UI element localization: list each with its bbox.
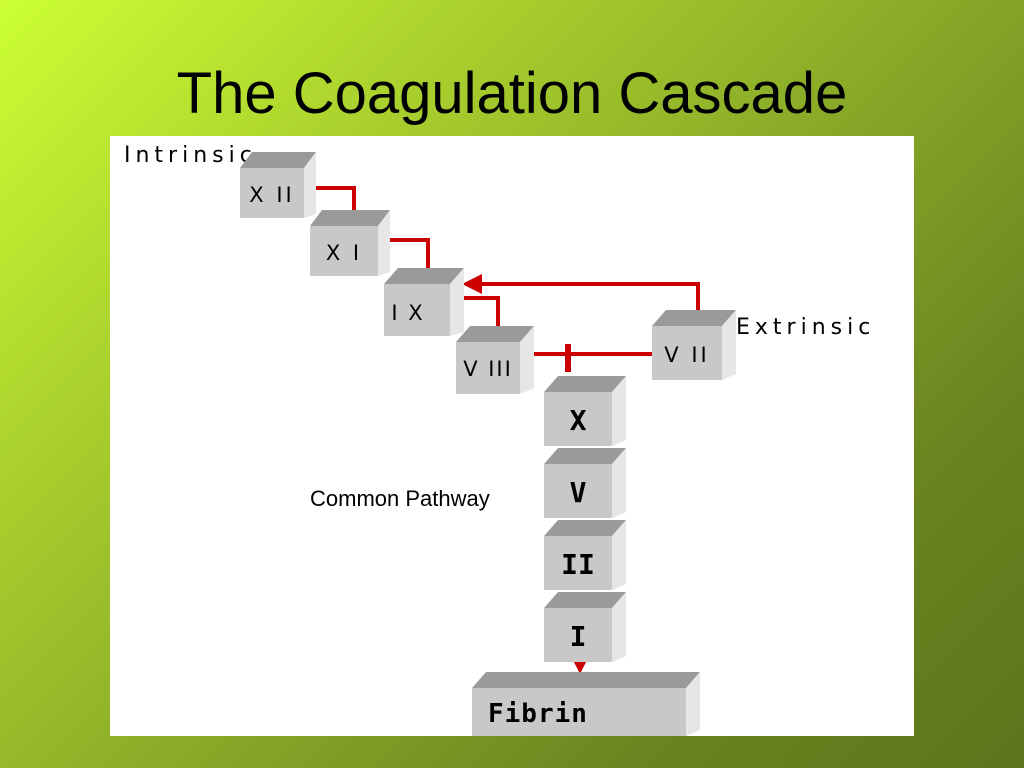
factor-xii-box: X II — [240, 152, 316, 218]
arrow-xi-to-ix — [386, 238, 430, 274]
factor-v-box: V — [544, 448, 626, 518]
factor-xi-label: X I — [326, 241, 362, 265]
extrinsic-label: Extrinsic — [736, 315, 875, 340]
arrows — [314, 186, 700, 674]
factor-ii-label: II — [561, 548, 595, 581]
factor-viii-box: V III — [456, 326, 534, 394]
coagulation-diagram: Intrinsic Extrinsic Common Pathway X I I … — [110, 136, 914, 736]
factor-vii-label: V II — [664, 343, 709, 367]
factor-x-label: X — [570, 404, 587, 437]
factor-i-box: I — [544, 592, 626, 662]
factor-i-label: I — [570, 620, 587, 653]
cascade-svg: Intrinsic Extrinsic Common Pathway X I I … — [124, 143, 875, 736]
slide-title: The Coagulation Cascade — [176, 61, 848, 126]
common-pathway-label: Common Pathway — [310, 486, 490, 511]
factor-xi-box: X I — [310, 210, 390, 276]
factor-v-label: V — [570, 476, 587, 509]
intrinsic-label: Intrinsic — [124, 143, 257, 168]
factor-ii-box: II — [544, 520, 626, 590]
factor-ix-box: I X — [384, 268, 464, 336]
arrow-xii-to-xi — [314, 186, 356, 214]
fibrin-label: Fibrin — [488, 699, 588, 729]
fibrin-box: Fibrin — [472, 672, 700, 736]
factor-vii-box: V II — [652, 310, 736, 380]
factor-ix-label: I X — [391, 301, 424, 325]
arrow-vii-to-ix — [462, 274, 700, 316]
factor-viii-label: V III — [463, 357, 513, 381]
arrow-ix-to-viii — [456, 296, 500, 328]
factor-xii-label: X II — [249, 183, 294, 207]
factor-x-box: X — [544, 376, 626, 446]
